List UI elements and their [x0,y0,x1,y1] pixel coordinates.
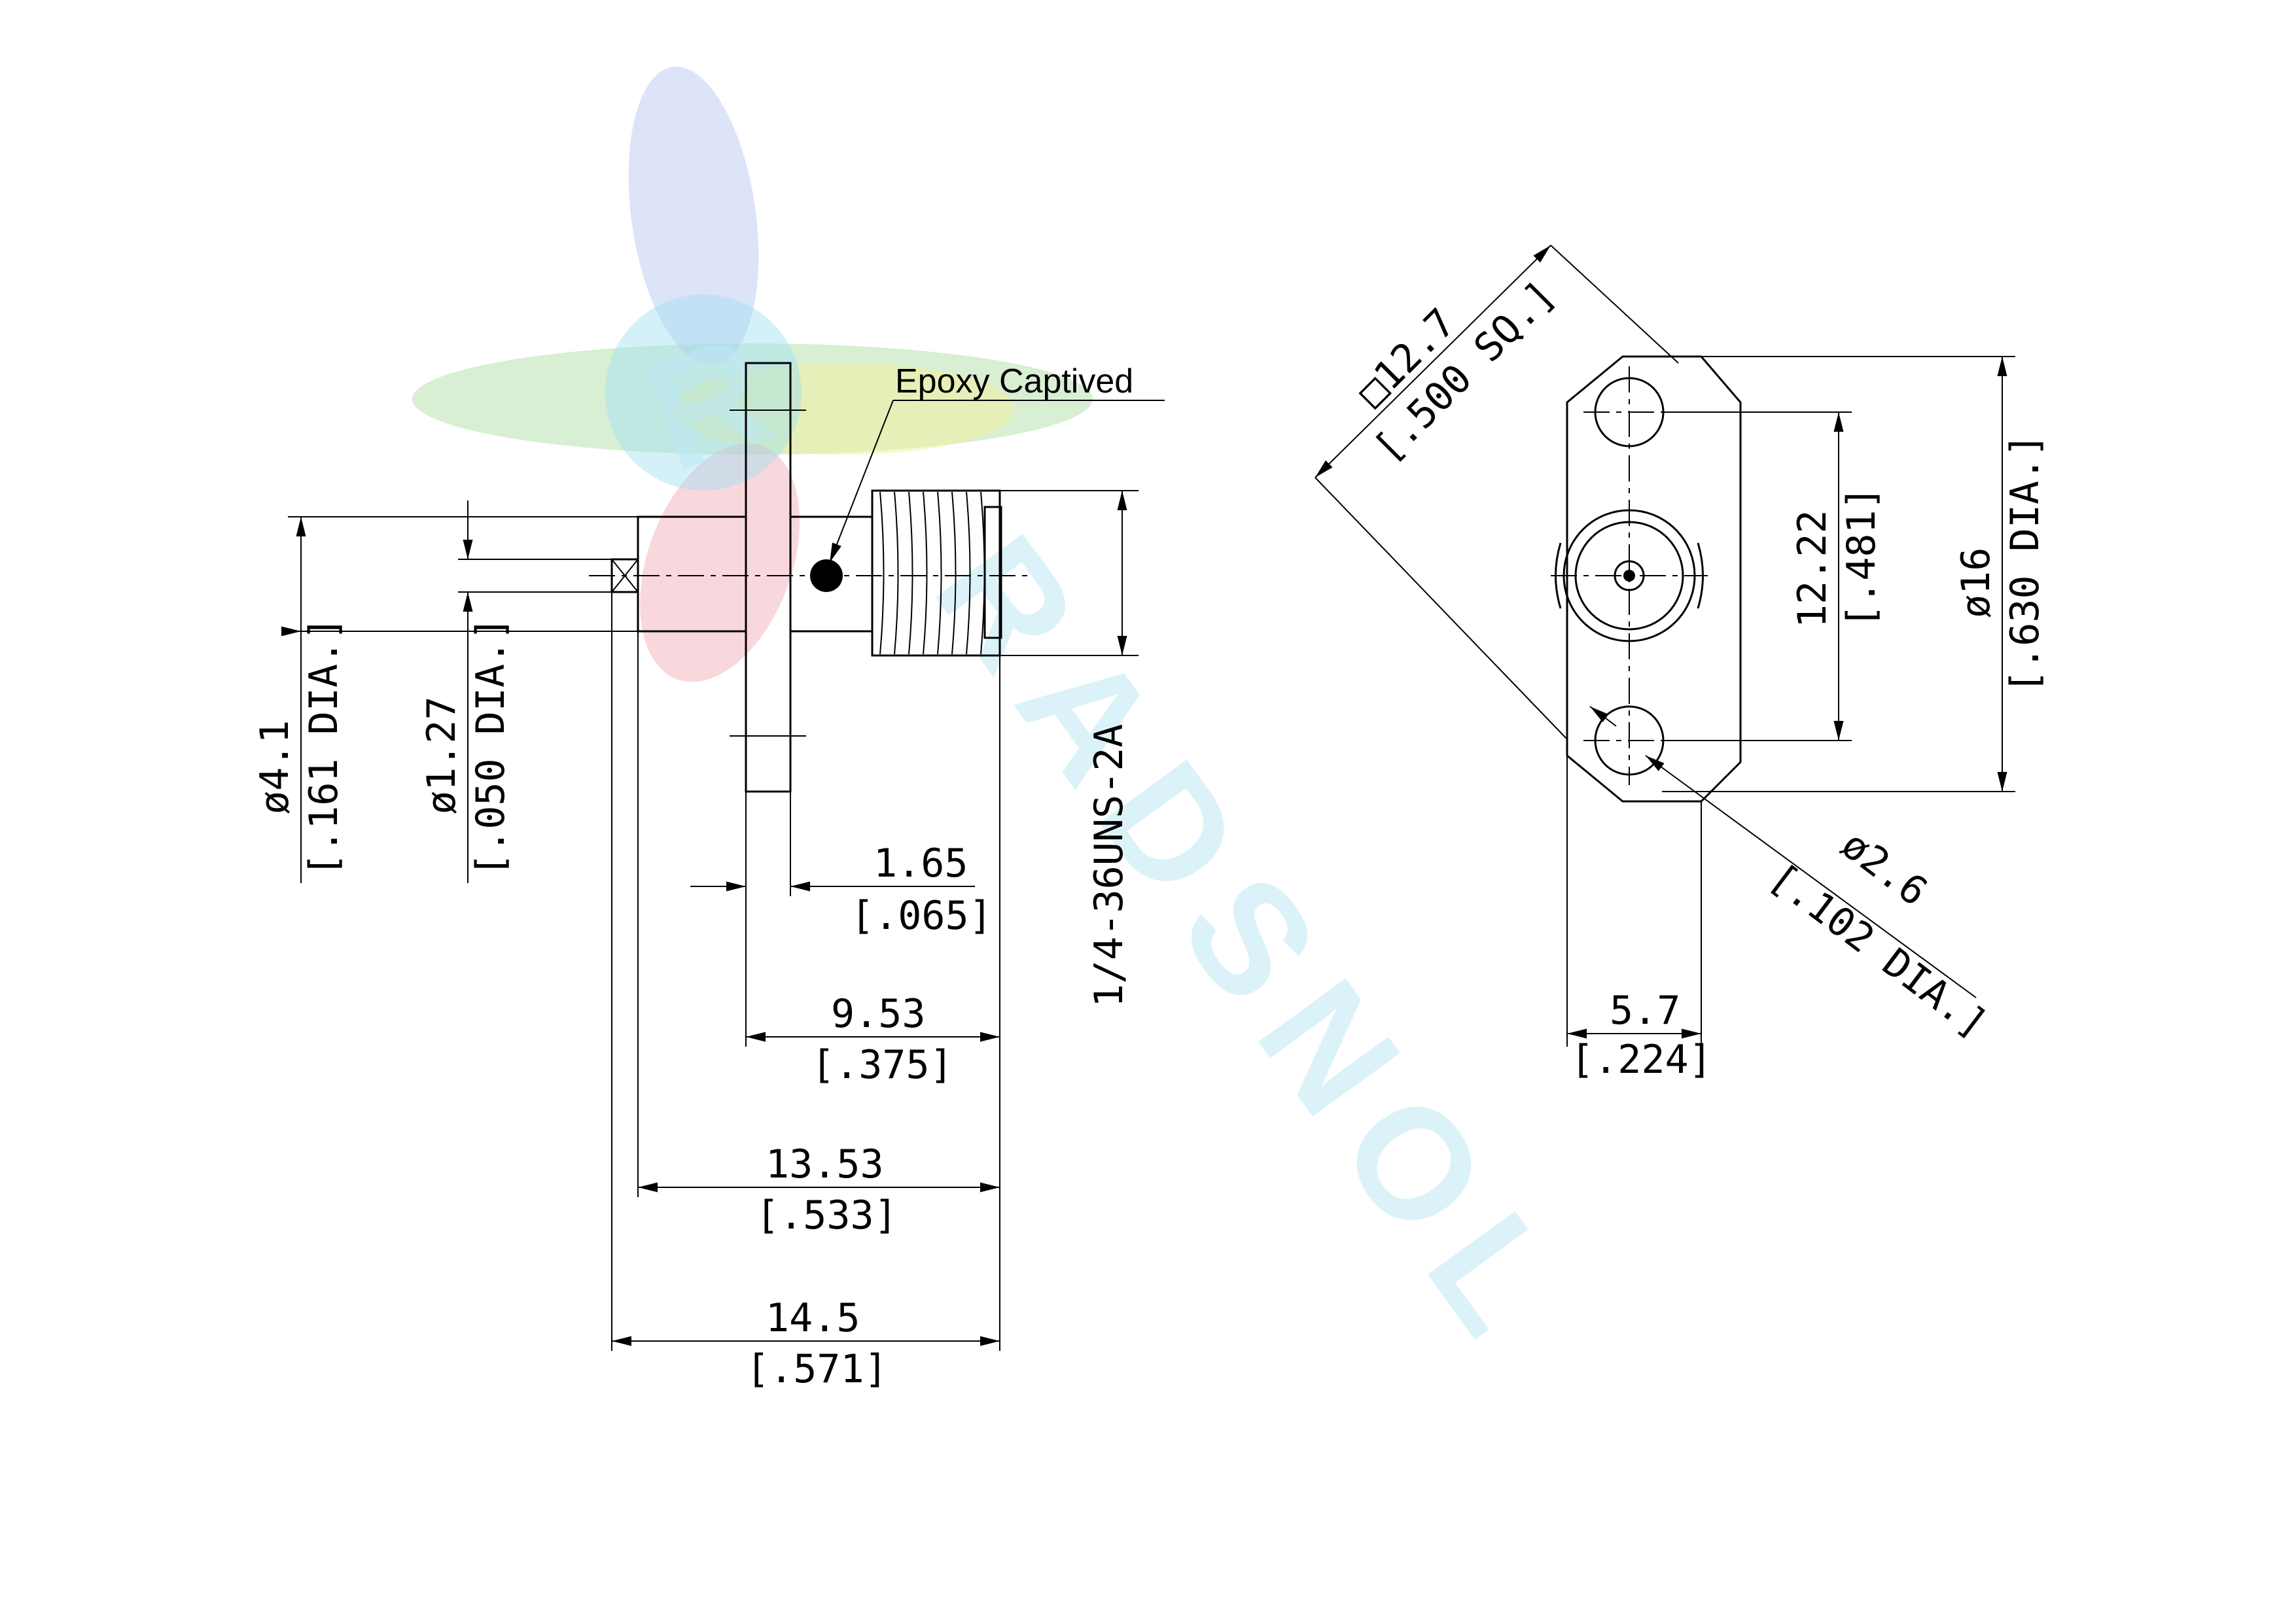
dim-thread-length-mm: 9.53 [831,991,926,1037]
thread-spec: 1/4-36UNS-2A [1086,724,1132,1007]
dim-flange-width-inch: [.224] [1570,1037,1712,1083]
dim-flange-dia-inch: [.630 DIA.] [2002,434,2048,693]
watermark-ellipse-blue [628,66,759,366]
dim-hole-spacing-mm: 12.22 [1790,510,1835,628]
dim-hole-dia [1645,755,1977,998]
watermark-ellipse-yellow [674,363,1014,455]
thread-crest [894,491,899,655]
watermark-brand: RADSNOL [902,505,1608,1384]
thread-body [871,489,1001,657]
flange-outline [1566,355,1742,803]
thread-crest [937,491,942,655]
thread-crest [951,491,957,655]
epoxy-leader [829,400,894,563]
dim-body-length-inch: [.533] [756,1193,898,1238]
dim-flange-thickness-mm: 1.65 [874,841,968,886]
thread-crest [908,491,913,655]
watermark: R RADSNOL [412,66,1608,1385]
dim-hole-spacing-inch: [.481] [1839,486,1884,628]
dim-pin-dia-mm: ø1.27 [419,696,465,814]
thread-end [983,506,1002,639]
dim-thread-length-inch: [.375] [811,1042,953,1088]
thread-crest [879,491,885,655]
thread-crest [923,491,928,655]
dim-body-dia-inch: [.161 DIA.] [301,617,347,877]
dim-overall-length-mm: 14.5 [766,1295,860,1341]
epoxy-callout: Epoxy Captived [895,362,1133,400]
front-view: □12.7 [.500 SQ.] 12.22 [.481] ø16 [.630 … [1315,245,2048,1083]
watermark-ellipse-red [639,443,800,682]
watermark-globe [605,294,802,491]
dim-flange-width-mm: 5.7 [1610,988,1680,1034]
dim-flange-thickness-inch: [.065] [851,893,993,939]
dim-overall-length-inch: [.571] [746,1346,888,1392]
dim-flange-dia-mm: ø16 [1953,548,1999,618]
dim-body-dia-mm: ø4.1 [252,720,298,815]
dim-body-length-mm: 13.53 [766,1142,884,1187]
dim-square [1315,245,1551,478]
side-view: Epoxy Captived ø4.1 [.161 DIA.] ø1.27 [.… [252,362,1165,1392]
dim-pin-dia-inch: [.050 DIA.] [468,617,514,877]
thread-crest [966,491,971,655]
